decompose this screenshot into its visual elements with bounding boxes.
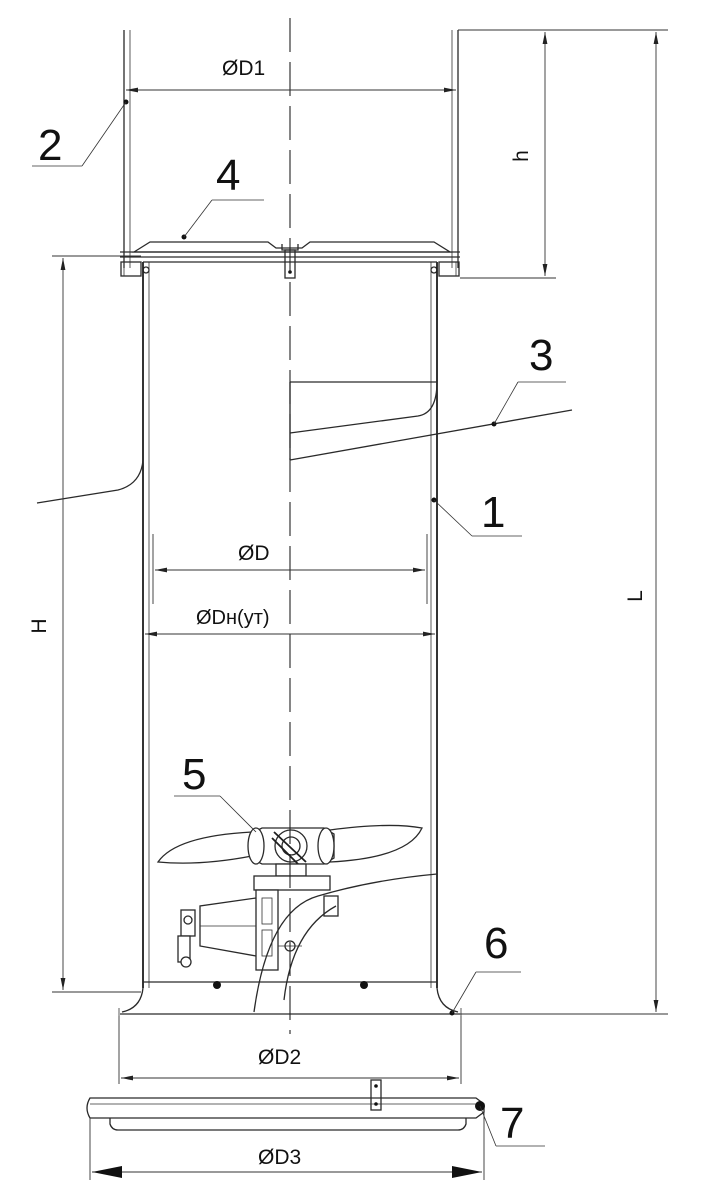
dim-label-dn: ØDн(ут) [196, 607, 270, 629]
base-plate [86, 1079, 485, 1131]
dim-label-d3: ØD3 [258, 1146, 301, 1169]
dim-label-big-h: H [28, 618, 51, 633]
dim-label-d2: ØD2 [258, 1046, 301, 1069]
callout-6: 6 [484, 919, 508, 968]
callout-1: 1 [481, 488, 505, 537]
fan-assembly [156, 824, 438, 1013]
callout-2: 2 [38, 121, 62, 170]
roof-pass-through [36, 381, 573, 504]
dimension-lines [52, 29, 668, 1180]
dim-label-d1: ØD1 [222, 57, 265, 80]
callout-leaders [32, 99, 566, 1147]
dim-label-d: ØD [238, 542, 270, 565]
callout-4: 4 [216, 151, 240, 200]
dim-label-l: L [624, 590, 647, 602]
top-nozzle [123, 30, 459, 268]
callout-3: 3 [529, 331, 553, 380]
dim-label-h: h [510, 150, 533, 162]
callout-5: 5 [182, 750, 206, 799]
callout-7: 7 [500, 1099, 524, 1148]
